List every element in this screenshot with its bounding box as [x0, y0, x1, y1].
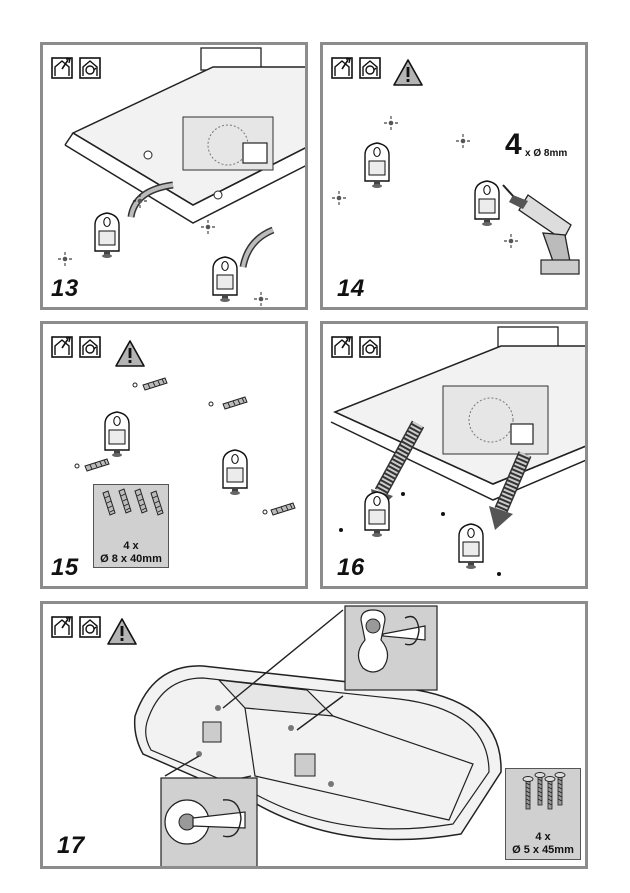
hood-outdoor-vent-icon [51, 616, 73, 638]
hood-brackets-illustration [43, 45, 308, 310]
step-16-panel: 16 [320, 321, 588, 589]
hood-recirculation-icon [79, 616, 101, 638]
pack-quantity: 4 x [94, 540, 168, 552]
step-number: 16 [337, 554, 365, 582]
drill-icon [503, 185, 579, 274]
pack-size: Ø 5 x 45mm [506, 844, 580, 856]
step-13-panel: 13 [40, 42, 308, 310]
drill-holes-illustration [323, 45, 588, 310]
hood-outdoor-vent-icon [331, 57, 353, 79]
pack-size: Ø 8 x 40mm [94, 553, 168, 565]
hood-recirculation-icon [79, 336, 101, 358]
hood-outdoor-vent-icon [331, 336, 353, 358]
warning-icon [115, 340, 145, 367]
usage-icons [51, 616, 101, 638]
hood-hang-illustration [323, 324, 588, 589]
step-number: 13 [51, 275, 79, 303]
step-17-panel: 4 x Ø 5 x 45mm 17 [40, 601, 588, 869]
hood-outdoor-vent-icon [51, 57, 73, 79]
drill-bit-spec: x Ø 8mm [525, 148, 567, 159]
usage-icons [51, 336, 101, 358]
pack-quantity: 4 x [506, 831, 580, 843]
screw-icon [506, 769, 582, 833]
usage-icons [331, 57, 381, 79]
usage-icons [331, 336, 381, 358]
hood-recirculation-icon [359, 336, 381, 358]
hood-recirculation-icon [359, 57, 381, 79]
step-number: 14 [337, 275, 365, 303]
step-number: 15 [51, 554, 79, 582]
drill-hole-count: 4 [505, 128, 522, 162]
step-15-panel: 4 x Ø 8 x 40mm 15 [40, 321, 308, 589]
step-14-panel: 4 x Ø 8mm 14 [320, 42, 588, 310]
warning-icon [107, 618, 137, 645]
wall-plug-pack: 4 x Ø 8 x 40mm [93, 484, 169, 568]
wall-plug-icon [94, 485, 170, 541]
warning-icon [393, 59, 423, 86]
step-number: 17 [57, 832, 85, 860]
hood-recirculation-icon [79, 57, 101, 79]
usage-icons [51, 57, 101, 79]
hood-outdoor-vent-icon [51, 336, 73, 358]
screw-pack: 4 x Ø 5 x 45mm [505, 768, 581, 860]
wall-plugs-illustration [43, 324, 308, 589]
